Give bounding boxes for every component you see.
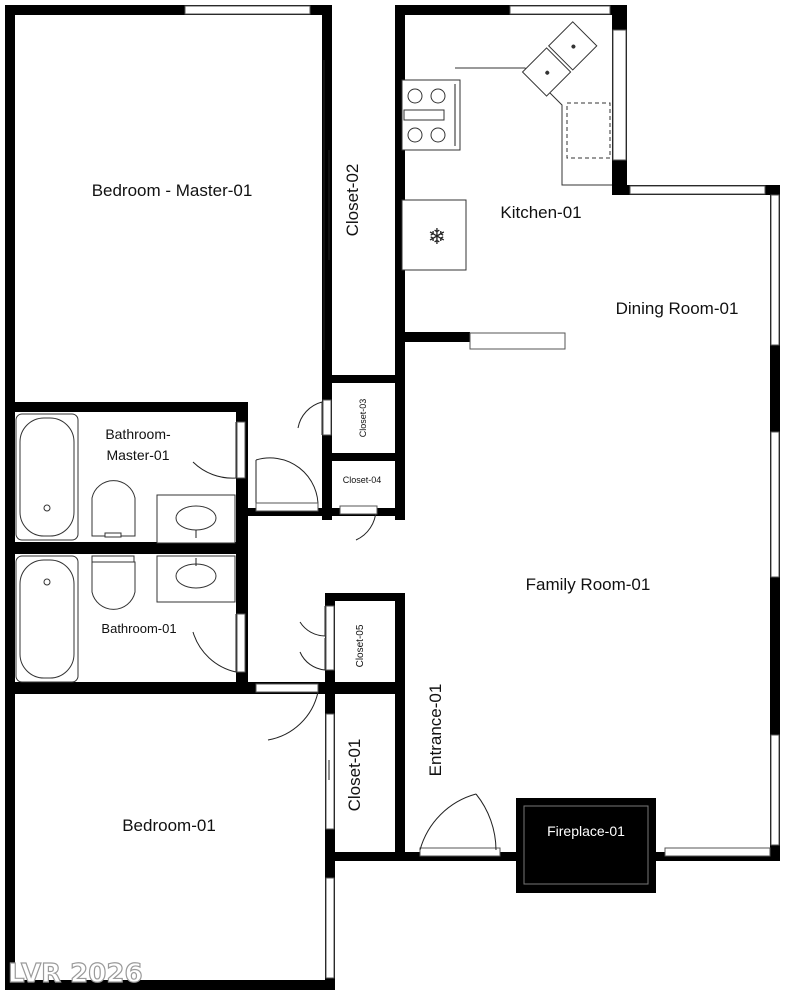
kitchen-fixtures: ❄ <box>401 21 612 271</box>
room-label-fireplace: Fireplace-01 <box>547 823 625 839</box>
bathtub-icon <box>15 555 79 683</box>
room-label-closet-03: Closet-03 <box>358 399 368 438</box>
room-label-dining-room: Dining Room-01 <box>616 299 739 318</box>
room-label-bathroom: Bathroom-01 <box>101 621 176 636</box>
room-label-family-room: Family Room-01 <box>526 575 651 594</box>
freezer: ❄ <box>401 199 467 271</box>
room-label-entrance: Entrance-01 <box>426 684 445 777</box>
sink-icon <box>156 555 236 603</box>
watermark: LVR 2026 <box>8 959 143 989</box>
room-label-kitchen: Kitchen-01 <box>500 203 581 222</box>
room-label-closet-02: Closet-02 <box>343 164 362 237</box>
room-label-closet-05: Closet-05 <box>355 624 366 667</box>
sink-icon <box>156 494 236 544</box>
windows <box>184 5 780 979</box>
room-label-bedroom: Bedroom-01 <box>122 816 216 835</box>
toilet-icon <box>91 555 136 610</box>
room-label-closet-01: Closet-01 <box>345 739 364 812</box>
room-label-bedroom-master: Bedroom - Master-01 <box>92 181 253 200</box>
doors <box>192 60 497 851</box>
interior-walls <box>5 5 656 893</box>
room-labels: Bedroom - Master-01 Closet-02 Kitchen-01… <box>92 164 739 839</box>
toilet-icon <box>91 480 136 538</box>
bathtub-icon <box>15 413 79 541</box>
bathroom-fixtures <box>15 413 236 683</box>
room-label-bathroom-master-line2: Master-01 <box>106 447 169 463</box>
room-label-closet-04: Closet-04 <box>343 475 382 485</box>
sink-icon <box>521 21 598 97</box>
stove-icon <box>403 84 456 146</box>
room-label-bathroom-master-line1: Bathroom- <box>105 426 171 442</box>
snowflake-icon: ❄ <box>428 225 446 250</box>
fireplace <box>516 798 656 893</box>
